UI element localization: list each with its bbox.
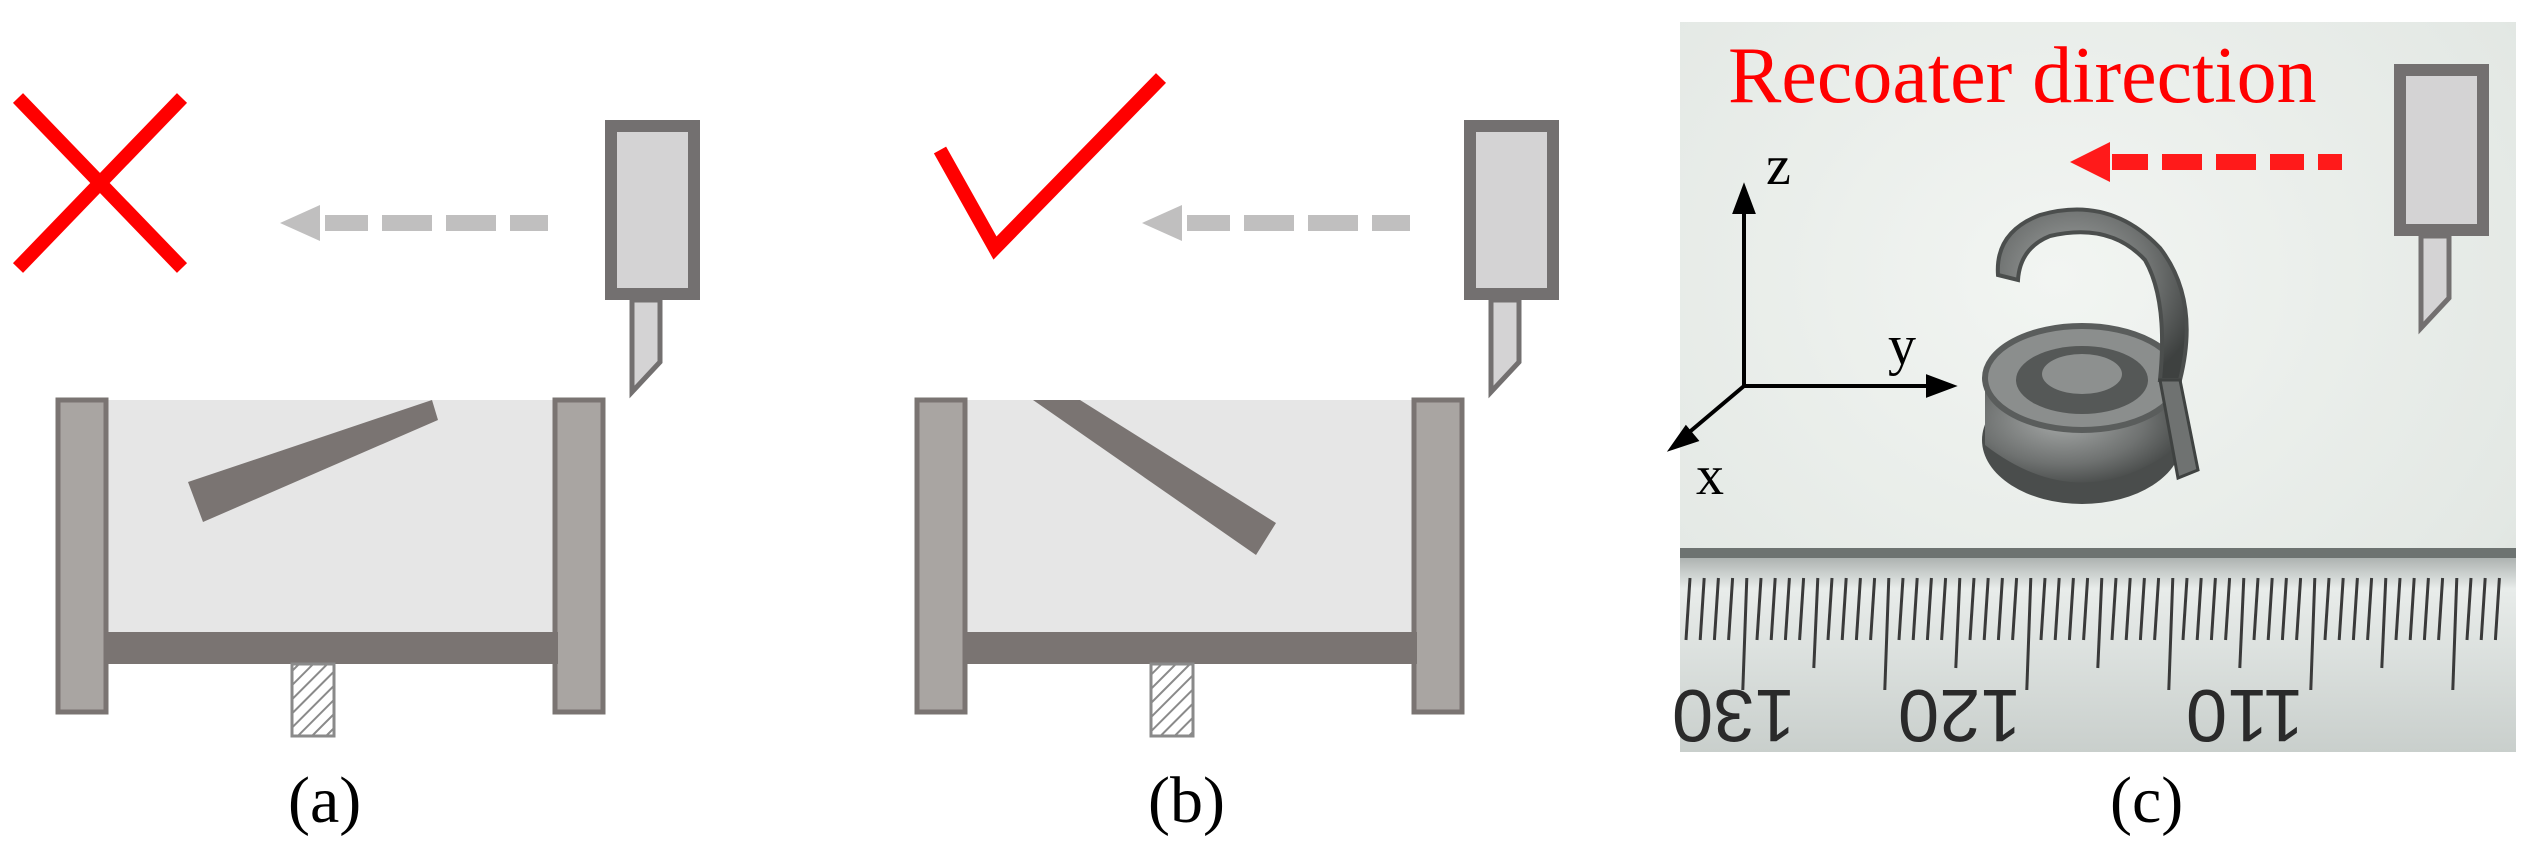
ruler-tick [2138, 577, 2146, 641]
ruler-tick [1698, 577, 1706, 641]
ruler-tick [2252, 577, 2260, 641]
ruler-tick [2039, 577, 2047, 641]
ruler-tick [1684, 577, 1692, 641]
ruler-tick [2295, 577, 2303, 641]
panel-b [914, 73, 1559, 738]
spiral-specimen [1982, 207, 2200, 504]
axis-y-label: y [1888, 315, 1916, 377]
build-chamber [55, 397, 606, 738]
ruler-tick [2067, 577, 2075, 641]
ruler-tick [1883, 577, 1891, 691]
ruler-tick [2394, 577, 2402, 641]
ruler-tick [1897, 577, 1905, 641]
ruler-tick [1940, 577, 1948, 641]
axis-x-label: x [1696, 445, 1724, 507]
ruler-tick [1812, 577, 1820, 669]
ruler-tick [2465, 577, 2473, 641]
ruler-tick [1840, 577, 1848, 641]
ruler-tick [1854, 577, 1862, 641]
ruler-tick [1968, 577, 1976, 641]
ruler-tick [2422, 577, 2430, 641]
ruler-tick [1869, 577, 1877, 641]
ruler-tick [1925, 577, 1933, 641]
ruler-tick [2323, 577, 2331, 641]
caption-c: (c) [2110, 764, 2184, 837]
tilted-part [1033, 400, 1276, 555]
panel-c-photo [1666, 22, 2516, 752]
recoater-direction-arrow [280, 205, 548, 241]
ruler-tick [2224, 577, 2232, 641]
ruler-tick [2266, 577, 2274, 641]
ruler-tick [2195, 577, 2203, 641]
ruler-tick [2437, 577, 2445, 641]
ruler-tick [2124, 577, 2132, 641]
ruler-tick [1826, 577, 1834, 641]
ruler-tick [2493, 577, 2501, 641]
ruler-tick [2209, 577, 2217, 641]
ruler-tick [1741, 577, 1749, 691]
ruler-tick [1911, 577, 1919, 641]
ruler-tick [2025, 577, 2033, 691]
ruler-tick [2351, 577, 2359, 641]
ruler-number: 110 [2186, 674, 2304, 757]
ruler-tick [1954, 577, 1962, 669]
ruler-number: 130 [1672, 674, 1796, 757]
ruler-tick [2011, 577, 2019, 641]
ruler-tick [2053, 577, 2061, 641]
axis-z-label: z [1766, 135, 1791, 197]
ruler-tick [2337, 577, 2345, 641]
recoater-blade-icon [1464, 120, 1559, 399]
recoater-blade-icon [2394, 64, 2489, 335]
ruler-tick [2479, 577, 2487, 641]
ruler-tick [1755, 577, 1763, 641]
ruler-tick [2451, 577, 2459, 691]
ruler-tick [2096, 577, 2104, 669]
ruler-tick [1798, 577, 1806, 641]
ruler-tick [1727, 577, 1735, 641]
ruler-tick [1996, 577, 2004, 641]
caption-b: (b) [1148, 764, 1225, 837]
check-mark-icon [933, 73, 1167, 260]
ruler-tick [2167, 577, 2175, 691]
panel-a [12, 93, 700, 738]
ruler-tick [1769, 577, 1777, 641]
ruler-tick [2309, 577, 2317, 691]
ruler-tick [2082, 577, 2090, 641]
ruler-tick [1783, 577, 1791, 641]
ruler-tick [1982, 577, 1990, 641]
build-chamber [914, 397, 1465, 738]
ruler-tick [2380, 577, 2388, 669]
ruler [1680, 548, 2516, 752]
ruler-tick [2280, 577, 2288, 641]
ruler-tick [1712, 577, 1720, 641]
recoater-direction-arrow [2070, 142, 2342, 182]
ruler-number: 120 [1898, 674, 2022, 757]
ruler-tick [2238, 577, 2246, 669]
coordinate-axes [1666, 182, 1958, 452]
recoater-direction-label: Recoater direction [1728, 32, 2317, 120]
ruler-tick [2110, 577, 2118, 641]
ruler-tick [2408, 577, 2416, 641]
ruler-tick [2366, 577, 2374, 641]
ruler-tick [2153, 577, 2161, 641]
tilted-part [188, 400, 438, 522]
caption-a: (a) [288, 764, 362, 837]
ruler-tick [2181, 577, 2189, 641]
cross-mark-icon [12, 93, 188, 273]
recoater-blade-icon [605, 120, 700, 399]
recoater-direction-arrow [1142, 205, 1410, 241]
